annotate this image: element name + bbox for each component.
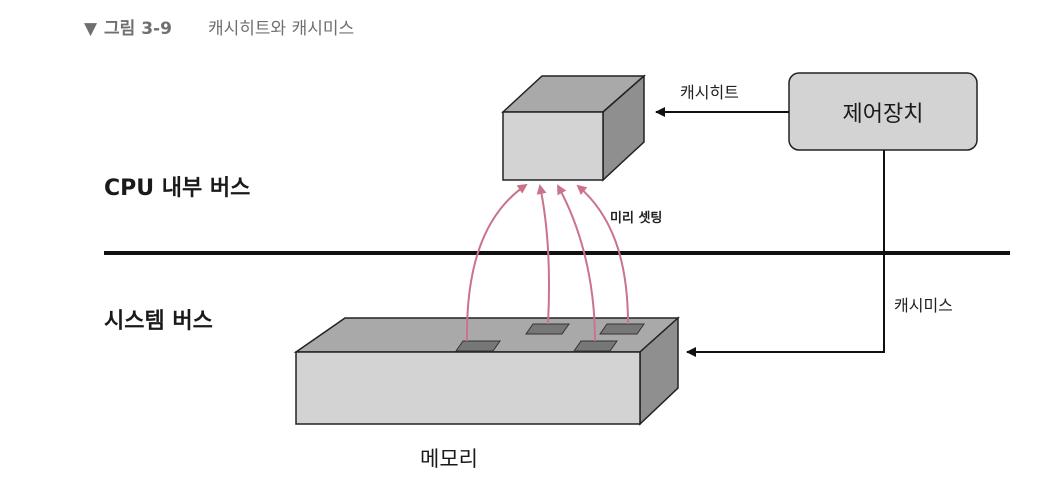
cpu-internal-bus-label: CPU 내부 버스	[104, 176, 250, 201]
prefetch-arrow	[465, 183, 528, 342]
cache-hit-label: 캐시히트	[680, 83, 739, 102]
prefetch-label: 미리 셋팅	[610, 210, 662, 226]
prefetch-arrow	[557, 184, 596, 342]
memory-data-chip	[525, 323, 570, 335]
control-unit: 제어장치	[788, 72, 978, 151]
cache-miss-arrow	[686, 150, 885, 357]
cache-cube	[501, 74, 646, 182]
memory-data-chip	[599, 323, 645, 335]
memory-data-chip	[573, 340, 618, 352]
control-unit-label: 제어장치	[843, 102, 924, 127]
caption-title: 캐시히트와 캐시미스	[208, 19, 354, 39]
cache-miss-label: 캐시미스	[894, 296, 953, 315]
caption-marker-icon: ▼	[84, 19, 98, 39]
memory-block	[293, 316, 680, 426]
memory-data-chip	[455, 340, 501, 352]
memory-label: 메모리	[420, 447, 478, 471]
prefetch-arrow	[536, 184, 550, 325]
system-bus-label: 시스템 버스	[104, 309, 213, 334]
cache-cube-front	[502, 111, 604, 181]
figure-caption: ▼ 그림 3-9 캐시히트와 캐시미스	[84, 19, 354, 39]
caption-prefix: 그림 3-9	[104, 19, 172, 39]
memory-block-front	[295, 351, 641, 425]
prefetch-arrow	[576, 184, 629, 325]
prefetch-arrows	[465, 183, 629, 342]
